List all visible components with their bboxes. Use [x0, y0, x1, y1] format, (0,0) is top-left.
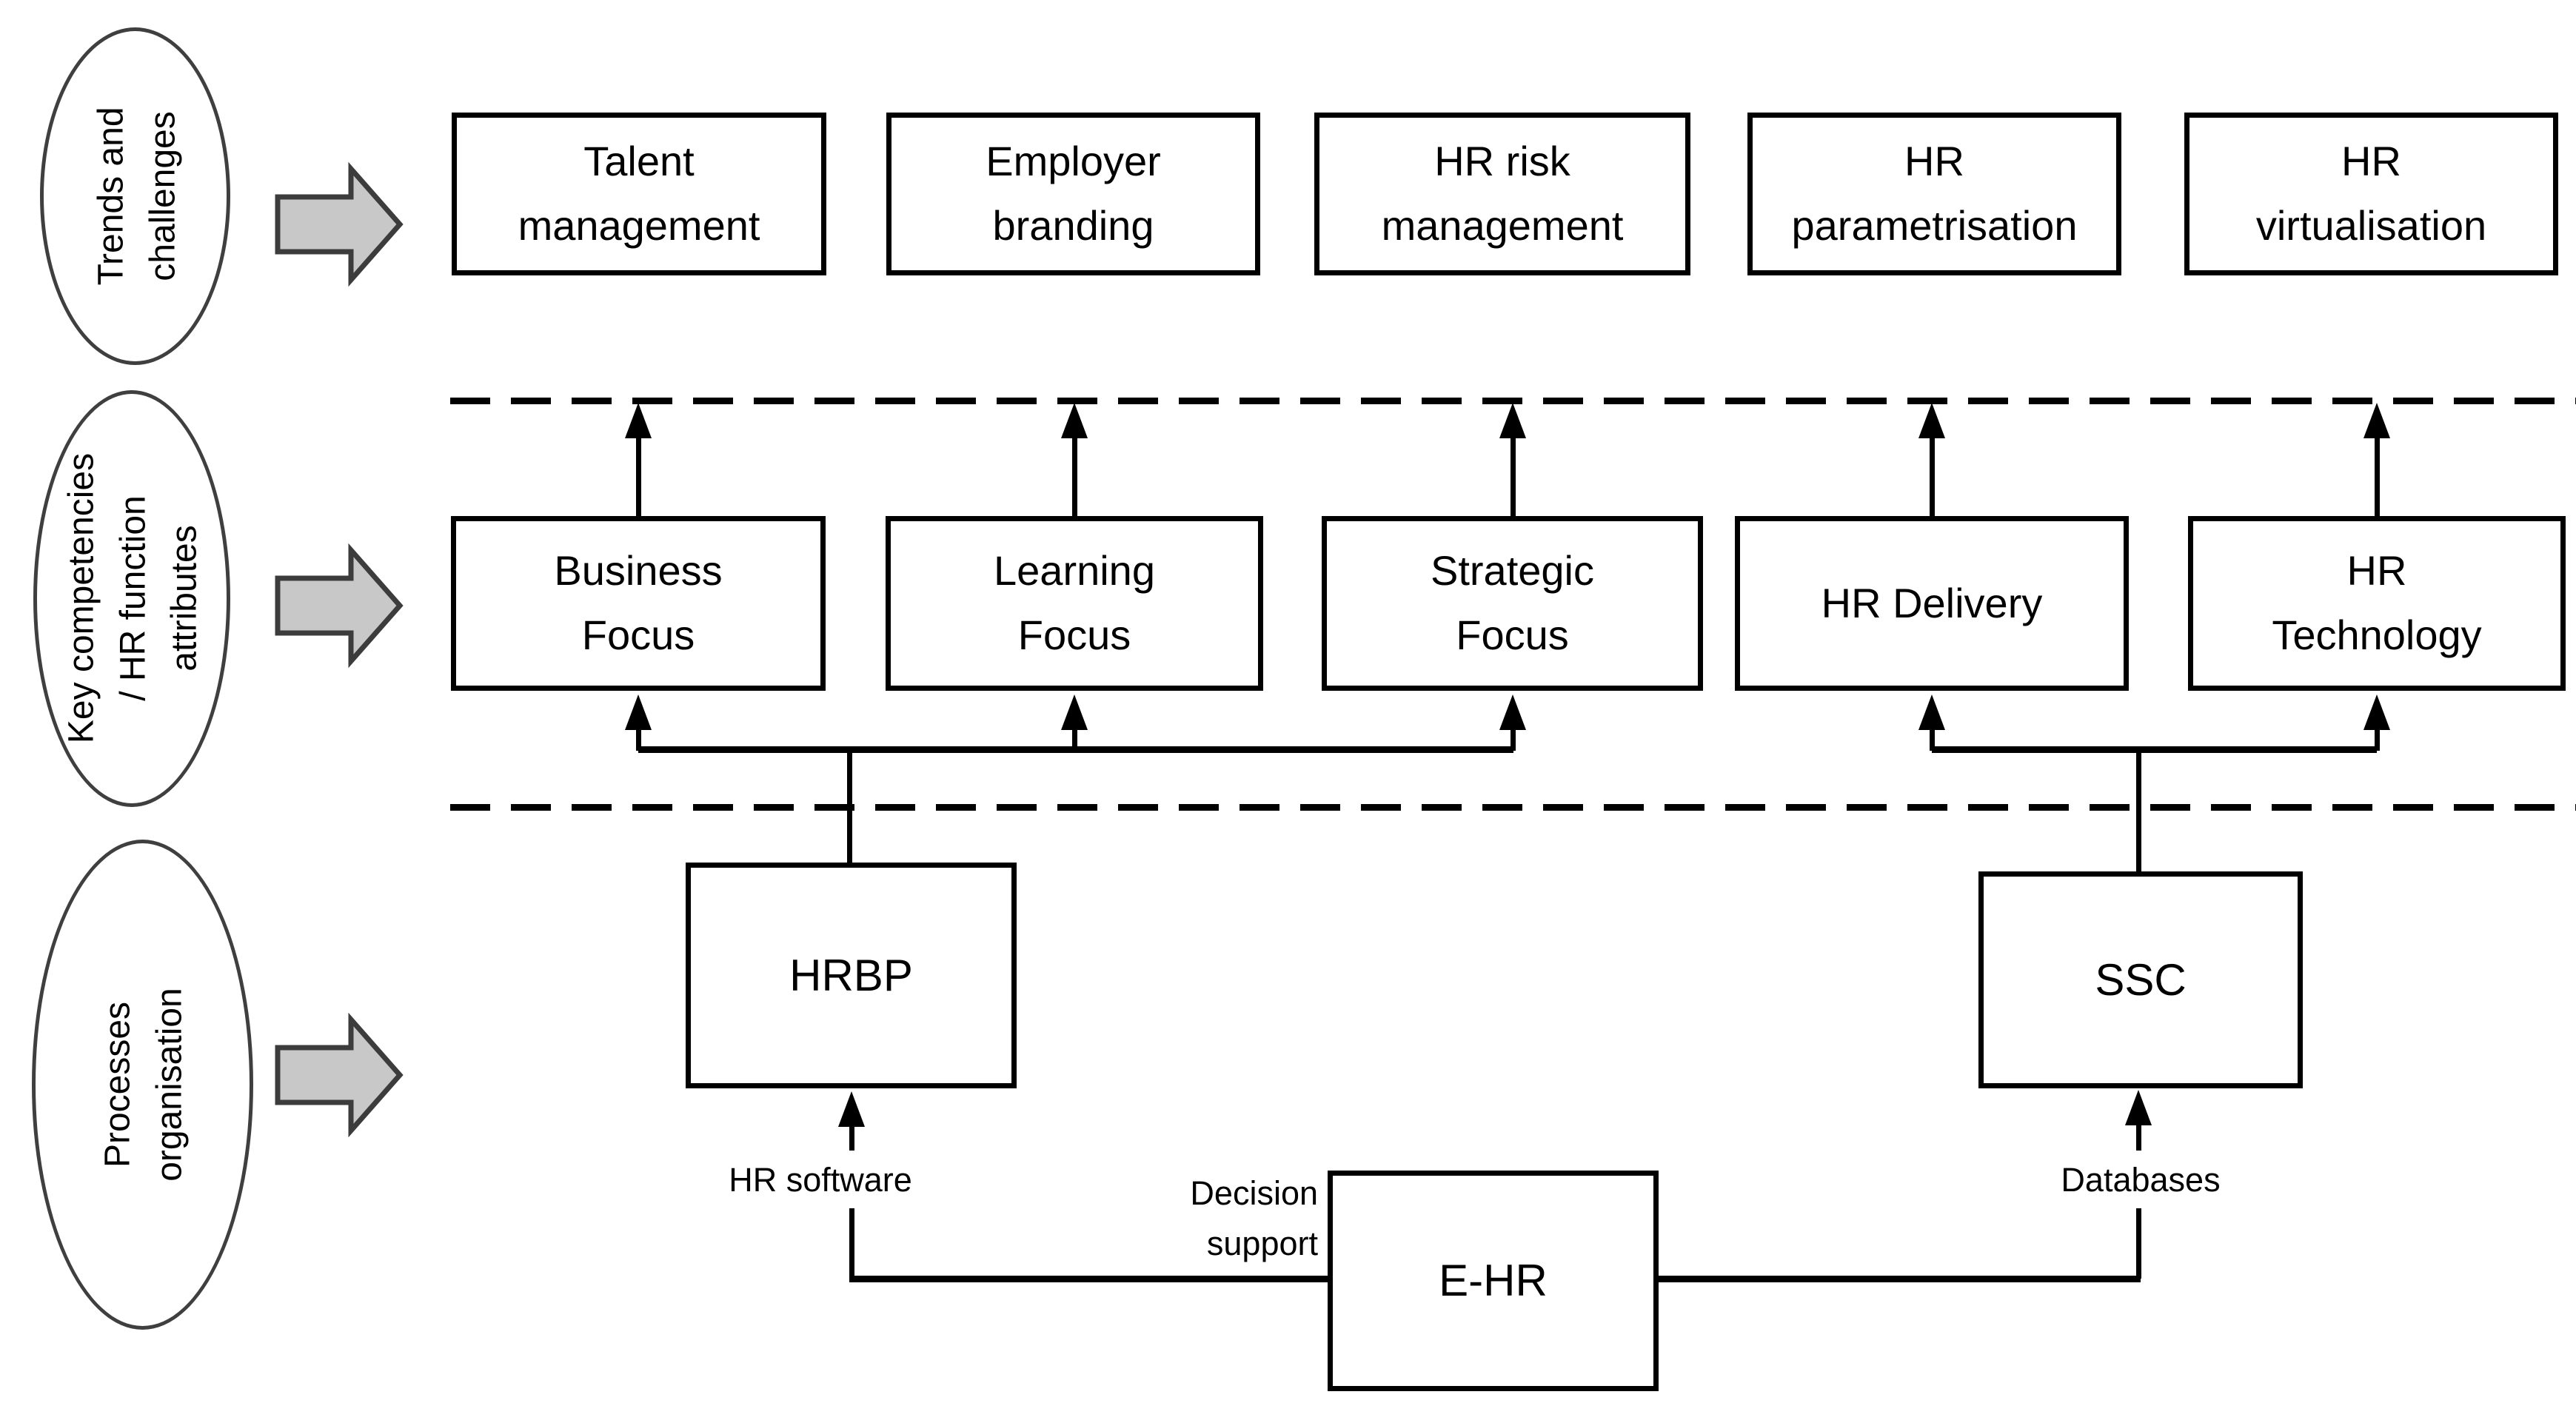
up-arrowhead-bus-to-technology	[2363, 694, 2390, 730]
box-talent-management: Talent management	[452, 113, 826, 275]
box-hr-delivery-label: HR Delivery	[1821, 579, 2043, 626]
processes-ellipse	[32, 840, 253, 1330]
box-hr-virtualisation-label: HR virtualisation	[2255, 138, 2487, 249]
box-hrbp-label: HRBP	[789, 950, 913, 1000]
dashed-separator-top	[450, 398, 2576, 404]
processes-right-block-arrow-icon	[274, 1012, 404, 1142]
up-arrowhead-learning-to-dash	[1061, 403, 1088, 438]
connector-bus-to-delivery	[1930, 730, 1935, 751]
connector-business-to-dash	[636, 437, 641, 516]
connector-bus-to-business	[636, 730, 641, 751]
up-arrowhead-bus-to-delivery	[1918, 694, 1945, 730]
box-hr-parametrisation: HR parametrisation	[1747, 113, 2121, 275]
up-arrowhead-bus-to-business	[625, 694, 652, 730]
connector-hr-software-lower	[849, 1208, 854, 1282]
databases-label: Databases	[2061, 1161, 2221, 1199]
hr-software-label: HR software	[729, 1161, 912, 1199]
connector-bus-to-technology	[2375, 730, 2380, 751]
box-strategic-focus-label: Strategic Focus	[1431, 547, 1594, 658]
key-competencies-right-block-arrow-icon	[274, 543, 404, 672]
box-hr-technology: HR Technology	[2188, 516, 2566, 691]
key-competencies-ellipse-label: Key competencies / HR function attribute…	[61, 452, 204, 744]
box-business-focus-label: Business Focus	[554, 547, 723, 658]
box-learning-focus: Learning Focus	[886, 516, 1263, 691]
box-employer-branding: Employer branding	[886, 113, 1260, 275]
up-arrowhead-databases-to-ssc	[2125, 1090, 2152, 1125]
trends-ellipse	[40, 27, 230, 365]
connector-learning-to-dash	[1072, 437, 1077, 516]
up-arrowhead-delivery-to-dash	[1918, 403, 1945, 438]
box-ssc-label: SSC	[2095, 954, 2187, 1005]
up-arrowhead-hr-software-to-hrbp	[838, 1091, 865, 1127]
box-hr-delivery: HR Delivery	[1735, 516, 2129, 691]
feeder-ssc-to-right-bus	[2136, 751, 2141, 875]
box-business-focus: Business Focus	[451, 516, 826, 691]
box-strategic-focus: Strategic Focus	[1322, 516, 1703, 691]
connector-databases-upper	[2136, 1125, 2141, 1151]
connector-databases-lower	[2136, 1208, 2141, 1279]
key-competencies-ellipse	[33, 390, 230, 807]
up-arrowhead-technology-to-dash	[2363, 403, 2390, 438]
up-arrowhead-strategic-to-dash	[1499, 403, 1526, 438]
trends-ellipse-label: Trends and challenges	[91, 107, 182, 286]
trends-right-block-arrow-icon	[274, 161, 404, 291]
connector-hr-software-upper	[849, 1127, 854, 1151]
up-arrowhead-business-to-dash	[625, 403, 652, 438]
processes-ellipse-label: Processes organisation	[98, 988, 189, 1182]
box-talent-management-label: Talent management	[518, 138, 760, 249]
box-employer-branding-label: Employer branding	[986, 138, 1161, 249]
up-arrowhead-bus-to-learning	[1061, 694, 1088, 730]
box-hr-virtualisation: HR virtualisation	[2184, 113, 2558, 275]
box-hr-parametrisation-label: HR parametrisation	[1791, 138, 2078, 249]
box-learning-focus-label: Learning Focus	[994, 547, 1155, 658]
box-e-hr: E-HR	[1328, 1171, 1659, 1391]
box-e-hr-label: E-HR	[1439, 1256, 1548, 1305]
connector-ehr-to-ssc-horizontal	[1659, 1276, 2141, 1282]
connector-strategic-to-dash	[1511, 437, 1516, 516]
connector-delivery-to-dash	[1930, 437, 1935, 516]
box-hr-risk-management-label: HR risk management	[1381, 138, 1624, 249]
dashed-separator-bottom	[450, 804, 2576, 811]
right-bus-line	[1932, 746, 2377, 753]
box-ssc: SSC	[1978, 871, 2303, 1088]
connector-technology-to-dash	[2375, 437, 2380, 516]
up-arrowhead-bus-to-strategic	[1499, 694, 1526, 730]
box-hr-risk-management: HR risk management	[1314, 113, 1690, 275]
box-hr-technology-label: HR Technology	[2272, 547, 2482, 658]
connector-bus-to-strategic	[1511, 730, 1516, 751]
decision-support-label: Decision support	[1190, 1174, 1318, 1262]
connector-bus-to-learning	[1072, 730, 1077, 751]
connector-ehr-to-hrbp-horizontal	[849, 1276, 1328, 1282]
left-bus-line	[638, 746, 1513, 753]
box-hrbp: HRBP	[686, 863, 1017, 1088]
